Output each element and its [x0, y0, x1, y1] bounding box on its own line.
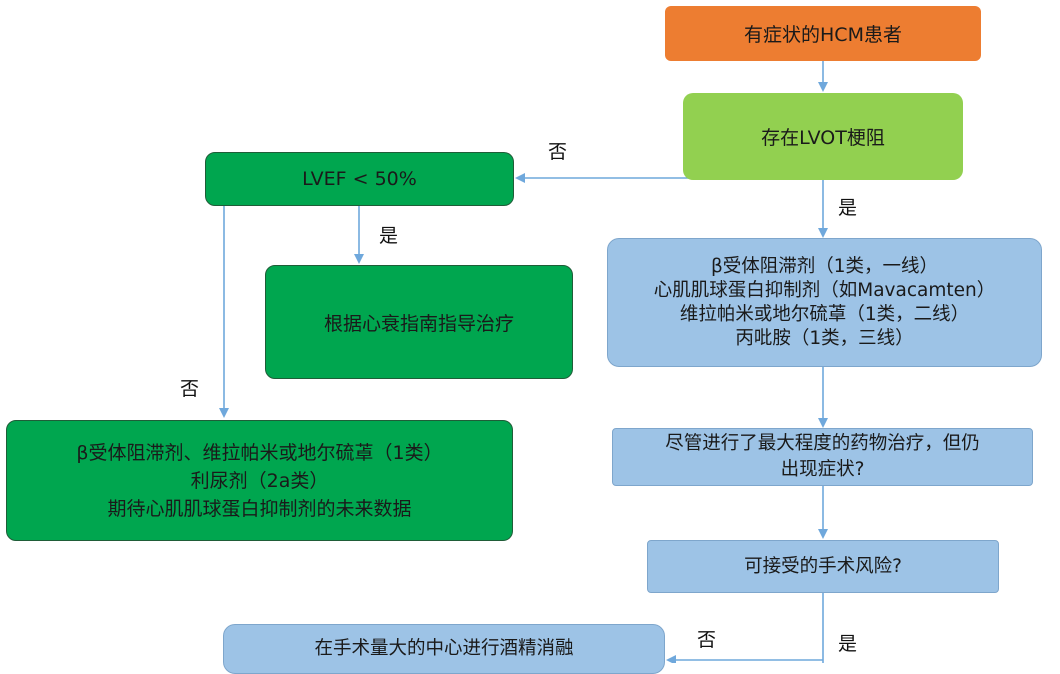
node-alcohol-ablation: 在手术量大的中心进行酒精消融	[223, 624, 665, 674]
label-no-lvef: 否	[180, 378, 200, 400]
node-surgical-risk: 可接受的手术风险?	[647, 540, 999, 593]
node-symptomatic-hcm: 有症状的HCM患者	[665, 6, 981, 61]
label-yes-surgery: 是	[838, 633, 858, 655]
node-lvot-obstruction-text: 存在LVOT梗阻	[761, 127, 885, 149]
node-hf-guideline-text: 根据心衰指南指导治疗	[323, 312, 514, 335]
node-lvef: LVEF < 50%	[205, 152, 514, 206]
node-lvot-obstruction: 存在LVOT梗阻	[683, 93, 963, 180]
node-alcohol-ablation-text: 在手术量大的中心进行酒精消融	[314, 638, 574, 659]
label-yes-lvef: 是	[379, 225, 399, 247]
node-still-symptomatic: 尽管进行了最大程度的药物治疗，但仍 出现症状?	[612, 428, 1033, 486]
node-symptomatic-hcm-text: 有症状的HCM患者	[744, 24, 902, 46]
label-yes-lvot: 是	[838, 197, 858, 219]
nonobst-line-1: β受体阻滞剂、维拉帕米或地尔硫䓬（1类）	[76, 441, 443, 464]
node-non-obstructive: β受体阻滞剂、维拉帕米或地尔硫䓬（1类） 利尿剂（2a类） 期待心肌肌球蛋白抑制…	[6, 420, 513, 541]
nonobst-line-2: 利尿剂（2a类）	[190, 469, 329, 492]
node-medications: β受体阻滞剂（1类，一线） 心肌肌球蛋白抑制剂（如Mavacamten） 维拉帕…	[607, 238, 1042, 367]
meds-line-3: 维拉帕米或地尔硫䓬（1类，二线）	[679, 303, 970, 325]
node-lvef-text: LVEF < 50%	[302, 168, 417, 190]
meds-line-2: 心肌肌球蛋白抑制剂（如Mavacamten）	[653, 279, 996, 301]
still-line-1: 尽管进行了最大程度的药物治疗，但仍	[665, 433, 980, 454]
node-hf-guideline: 根据心衰指南指导治疗	[265, 265, 573, 379]
nonobst-line-3: 期待心肌肌球蛋白抑制剂的未来数据	[107, 497, 412, 520]
still-line-2: 出现症状?	[780, 459, 865, 480]
meds-line-1: β受体阻滞剂（1类，一线）	[710, 255, 939, 277]
node-surgical-risk-text: 可接受的手术风险?	[744, 555, 902, 577]
label-no-lvot: 否	[548, 141, 568, 163]
label-no-surgery: 否	[697, 629, 717, 651]
meds-line-4: 丙吡胺（1类，三线）	[735, 327, 914, 349]
